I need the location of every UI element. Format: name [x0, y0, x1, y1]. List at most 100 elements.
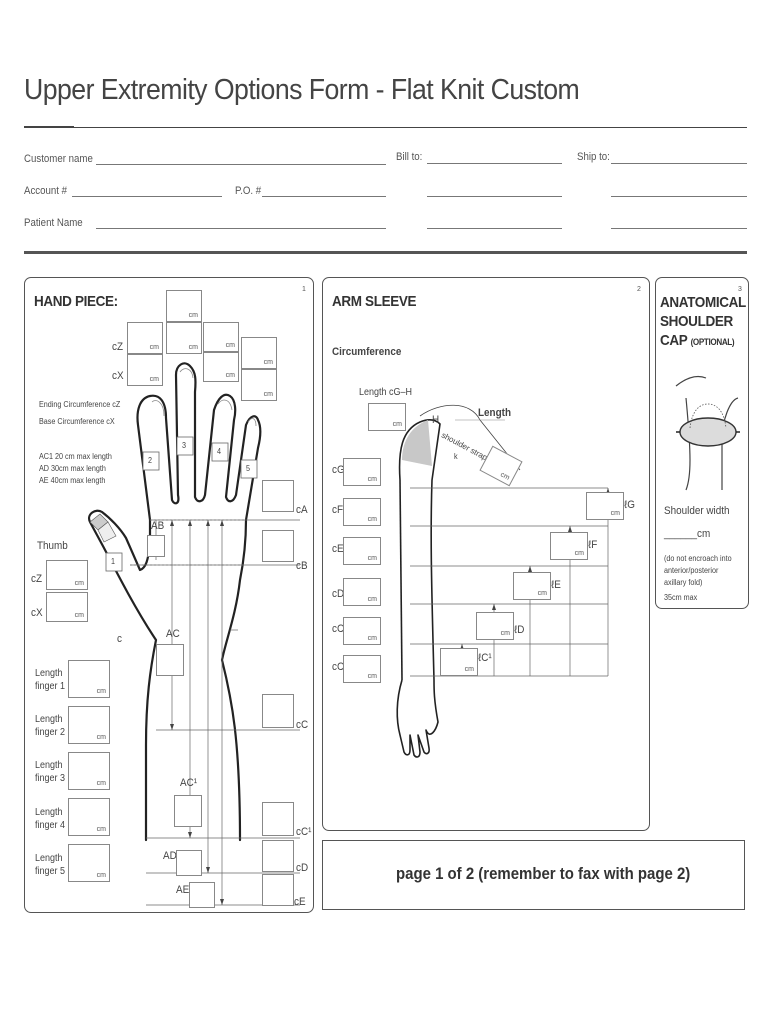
arm-cf-label: cF — [332, 504, 344, 516]
customer-name-label: Customer name — [24, 153, 93, 165]
arm-lc1-label: ℓC¹ — [478, 652, 492, 664]
arm-cc1-box[interactable]: cm — [343, 617, 381, 645]
arm-panel-number: 2 — [637, 286, 641, 293]
arm-lf-box[interactable]: cm — [550, 532, 588, 560]
hand-top-box-2[interactable]: cm — [166, 322, 202, 354]
hand-top-box-3[interactable]: cm — [203, 322, 239, 352]
arm-le-box[interactable]: cm — [513, 572, 551, 600]
bill-to-field-3[interactable] — [427, 228, 562, 229]
arm-lc1-box[interactable]: cm — [440, 648, 478, 676]
arm-cg-box[interactable]: cm — [343, 458, 381, 486]
hand-ad-label: AD — [163, 850, 177, 862]
finger-number-1: 1 — [111, 557, 116, 566]
finger-number-4: 4 — [217, 447, 222, 456]
arm-cd-label: cD — [332, 588, 345, 600]
hand-cd-label: cD — [296, 862, 309, 874]
title-rule-thick — [24, 126, 74, 128]
arm-cd-box[interactable]: cm — [343, 578, 381, 606]
length-finger-2-box[interactable]: cm — [68, 706, 110, 744]
account-field[interactable] — [72, 196, 222, 197]
hand-cz-label: cZ — [112, 341, 124, 353]
hand-cx-box[interactable]: cm — [127, 354, 163, 386]
hand-cc1-label: cC¹ — [296, 826, 312, 838]
length-finger-4-box[interactable]: cm — [68, 798, 110, 836]
shoulder-note: (do not encroach into anterior/posterior… — [664, 554, 732, 602]
thumb-cz-box[interactable]: cm — [46, 560, 88, 590]
hand-ca-label: cA — [296, 504, 308, 516]
arm-lf-label: ℓF — [588, 539, 598, 551]
length-finger-3-box[interactable]: cm — [68, 752, 110, 790]
ship-to-field[interactable] — [611, 163, 747, 164]
hand-ab-label: AB — [151, 520, 165, 532]
arm-length-box[interactable]: cm — [368, 403, 406, 431]
arm-lg-label: ℓG — [624, 499, 635, 511]
arm-h-label: H — [432, 414, 440, 426]
hand-ac-box[interactable] — [156, 644, 184, 676]
footer-text: page 1 of 2 (remember to fax with page 2… — [396, 864, 691, 883]
hand-cc1-box[interactable] — [262, 802, 294, 836]
circumference-label: Circumference — [332, 346, 402, 358]
bill-to-field[interactable] — [427, 163, 562, 164]
thumb-label: Thumb — [37, 540, 68, 552]
po-field[interactable] — [262, 196, 386, 197]
hand-ac1-label: AC¹ — [180, 777, 198, 789]
hand-cb-box[interactable] — [262, 530, 294, 562]
length-finger-5-box[interactable]: cm — [68, 844, 110, 882]
hand-cc-box[interactable] — [262, 694, 294, 728]
patient-name-field[interactable] — [96, 228, 386, 229]
hand-cz-box[interactable]: cm — [127, 322, 163, 354]
hand-top-box-6[interactable]: cm — [241, 369, 277, 401]
hand-top-box-4[interactable]: cm — [203, 352, 239, 382]
shoulder-width-field[interactable]: ______cm — [664, 528, 711, 540]
hand-ae-box[interactable] — [189, 882, 215, 908]
ship-to-label: Ship to: — [577, 151, 610, 163]
arm-cc-box[interactable]: cm — [343, 655, 381, 683]
ship-to-field-2[interactable] — [611, 196, 747, 197]
hand-top-box-5[interactable]: cm — [241, 337, 277, 369]
length-finger-1-box[interactable]: cm — [68, 660, 110, 698]
ship-to-field-3[interactable] — [611, 228, 747, 229]
hand-cc-label: cC — [296, 719, 309, 731]
thumb-cx-label: cX — [31, 607, 43, 619]
hand-cx-label: cX — [112, 370, 124, 382]
arm-cf-box[interactable]: cm — [343, 498, 381, 526]
ad-max-note: AD 30cm max length — [39, 464, 106, 473]
shoulder-width-label: Shoulder width — [664, 505, 730, 517]
finger-number-2: 2 — [148, 456, 153, 465]
account-label: Account # — [24, 185, 68, 197]
hand-ac-label: AC — [166, 628, 180, 640]
hand-ac1-box[interactable] — [174, 795, 202, 827]
hand-cd-box[interactable] — [262, 840, 294, 872]
customer-name-field[interactable] — [96, 164, 386, 165]
hand-ae-label: AE — [176, 884, 190, 896]
arm-le-label: ℓE — [551, 579, 561, 591]
shoulder-heading: ANATOMICAL SHOULDER CAP (OPTIONAL) — [660, 294, 746, 349]
arm-ce-box[interactable]: cm — [343, 537, 381, 565]
hand-c-label: c — [117, 633, 122, 645]
bill-to-label: Bill to: — [396, 151, 423, 163]
bill-to-field-2[interactable] — [427, 196, 562, 197]
thumb-cz-label: cZ — [31, 573, 43, 585]
arm-lg-box[interactable]: cm — [586, 492, 624, 520]
hand-ad-box[interactable] — [176, 850, 202, 876]
hand-ce-box[interactable] — [262, 874, 294, 906]
arm-ld-label: ℓD — [514, 624, 525, 636]
footer-box — [322, 840, 745, 910]
arm-sleeve-heading: ARM SLEEVE — [332, 293, 417, 310]
arm-cc-label: cC — [332, 661, 345, 673]
hand-panel-number: 1 — [302, 286, 306, 293]
hand-top-box-1[interactable]: cm — [166, 290, 202, 322]
hand-ca-box[interactable] — [262, 480, 294, 512]
ae-max-note: AE 40cm max length — [39, 476, 106, 485]
length-cg-h-label: Length cG–H — [359, 387, 413, 398]
po-label: P.O. # — [235, 185, 262, 197]
thumb-cx-box[interactable]: cm — [46, 592, 88, 622]
ac1-max-note: AC1 20 cm max length — [39, 452, 112, 461]
arm-ld-box[interactable]: cm — [476, 612, 514, 640]
hand-ab-box[interactable] — [147, 535, 165, 557]
